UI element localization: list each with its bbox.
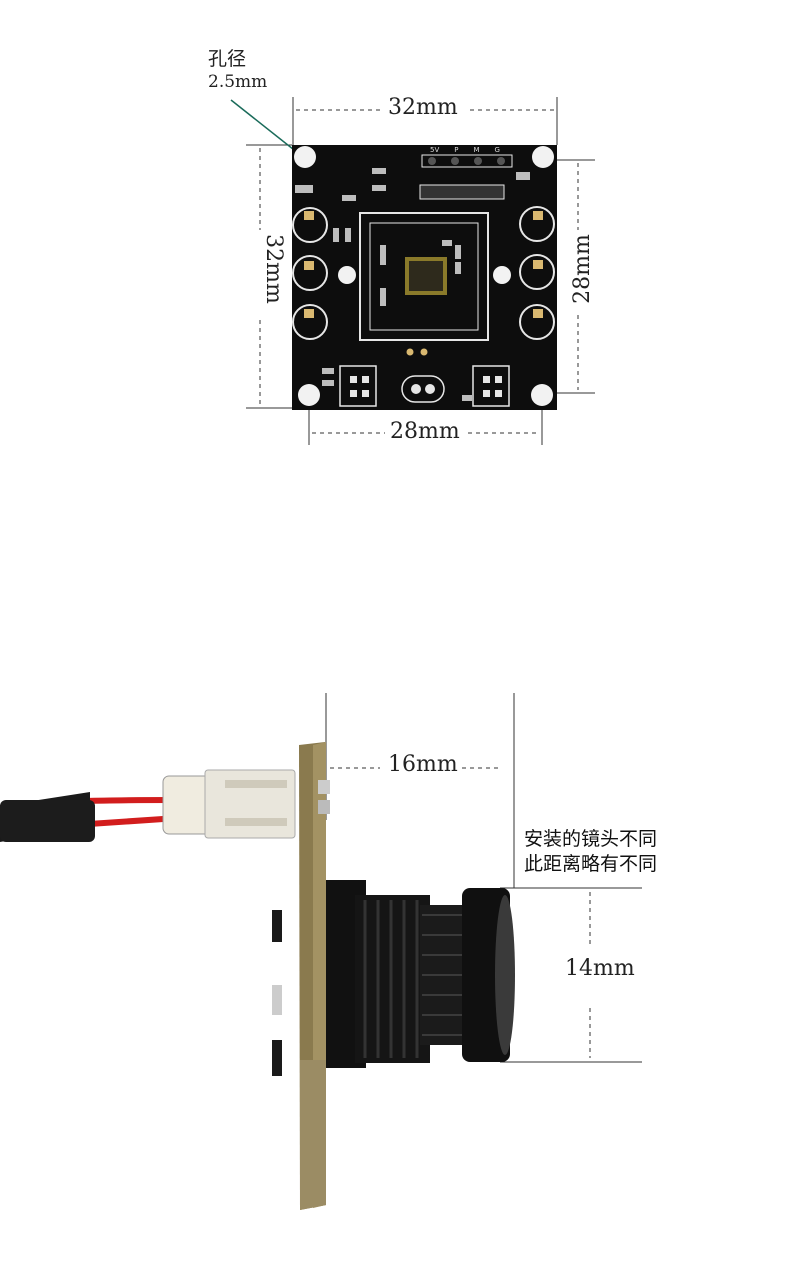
lens-holder-hole [493, 266, 511, 284]
lens-holder-hole [338, 266, 356, 284]
hole-leader-line [230, 99, 304, 158]
cable [0, 792, 179, 842]
pcb-board [292, 145, 557, 410]
connector-plug [162, 769, 296, 839]
mount-hole [294, 146, 316, 168]
header-pin-labels: 5V P M G [430, 146, 500, 154]
hole-diameter-label: 孔径 2.5mm [208, 48, 267, 93]
width-dimension-label: 32mm [388, 95, 458, 120]
mount-hole [531, 384, 553, 406]
lens-note-line2: 此距离略有不同 [524, 853, 658, 875]
hole-label-text: 孔径 [208, 48, 247, 70]
pcb-side [272, 742, 330, 1210]
lens-diameter-label: 14mm [565, 956, 635, 981]
lens-note: 安装的镜头不同 此距离略有不同 [524, 827, 657, 877]
mount-hole [298, 384, 320, 406]
pin-label: 5V [430, 146, 440, 154]
pin-label: G [494, 146, 500, 154]
lens [326, 880, 515, 1068]
height-dimension-label: 32mm [260, 234, 286, 304]
pin-label: P [454, 146, 459, 154]
depth-dimension-label: 16mm [388, 752, 458, 777]
mount-hole [532, 146, 554, 168]
lens-note-line1: 安装的镜头不同 [524, 828, 658, 850]
hole-spacing-horizontal-label: 28mm [390, 419, 460, 444]
hole-spacing-vertical-label: 28mm [569, 234, 595, 304]
hole-value-text: 2.5mm [208, 71, 268, 92]
pin-label: M [473, 146, 480, 154]
